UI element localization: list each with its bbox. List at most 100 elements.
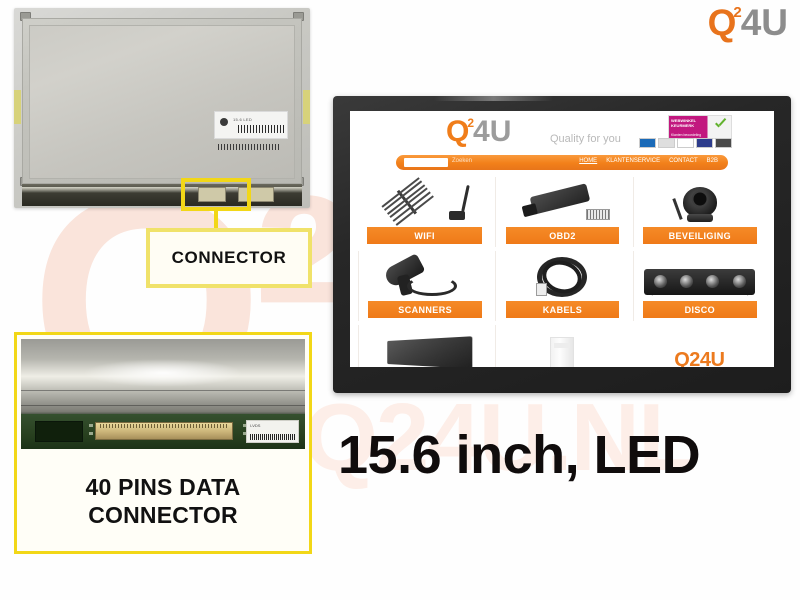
nav-link-contact[interactable]: CONTACT (669, 158, 698, 164)
pcb-chip (35, 420, 83, 443)
panel-seam-line (21, 389, 305, 391)
pcb-label-text: LVDS (250, 423, 261, 429)
pcb-smd-component (89, 432, 94, 436)
checkmark-icon (714, 119, 727, 132)
label-barcode (238, 125, 284, 133)
barcode-scanner-icon (359, 252, 491, 301)
lvds-40pin-connector (94, 421, 234, 440)
panel-side-tab (303, 90, 310, 124)
nav-link-klantenservice[interactable]: KLANTENSERVICE (606, 158, 661, 164)
product-label: KABELS (542, 304, 583, 315)
panel-bottom-edge (22, 184, 302, 206)
brand-logo-q: Q (707, 1, 737, 43)
website-navbar[interactable]: Zoeken HOME KLANTENSERVICE CONTACT B2B (396, 155, 728, 170)
payment-methods (639, 138, 732, 148)
pcb-smd-component (242, 432, 247, 436)
lcd-panel-body: 15.6 LED (14, 8, 310, 208)
pcb-smd-component (242, 424, 247, 428)
website-tagline: Quality for you (550, 133, 621, 145)
panel-secondary-barcode (218, 144, 280, 150)
trust-badge-title: WEBWINKEL KEURMERK (671, 118, 697, 128)
closeup-caption-line1: 40 PINS DATA (85, 473, 241, 500)
navbar-links: HOME KLANTENSERVICE CONTACT B2B (579, 158, 718, 164)
trust-badge-subtitle: Klanten beoordeling (671, 133, 702, 137)
product-tile-caption: WIFI (367, 227, 482, 244)
obd2-adapter-icon (496, 181, 628, 227)
lcd-panel-label-sticker: 15.6 LED (214, 111, 288, 139)
product-tile-beveiliging[interactable]: BEVEILIGING (632, 177, 766, 247)
product-tile-caption: BEVEILIGING (642, 227, 757, 244)
pcb-label-barcode (250, 434, 296, 440)
product-label: BEVEILIGING (668, 230, 732, 241)
product-tile-caption: SCANNERS (368, 301, 483, 318)
search-input[interactable] (404, 158, 448, 167)
pcb-smd-component (89, 424, 94, 428)
network-cable-icon (496, 255, 628, 301)
brand-logo-suffix: 4U (740, 1, 788, 43)
product-size-caption: 15.6 inch, LED (338, 425, 701, 485)
nav-link-home[interactable]: HOME (579, 158, 598, 164)
product-tile-caption: DISCO (642, 301, 757, 318)
photo-light-reflection (83, 358, 243, 388)
product-tile-disco[interactable]: DISCO (632, 251, 766, 321)
payment-icon-ideal (639, 138, 656, 148)
website-logo-superscript: 2 (467, 116, 475, 130)
lcd-panel-frame (22, 18, 302, 184)
closeup-caption-line2: CONNECTOR (88, 502, 238, 528)
payment-icon-visa (658, 138, 675, 148)
product-category-grid: WIFI OBD2 BEVEILIGING SCANNERS (358, 177, 766, 367)
white-product-icon (496, 331, 628, 367)
lcd-panel-photo: 15.6 LED (14, 8, 310, 208)
pcb-white-label: LVDS (246, 420, 300, 444)
product-tile-whitebox[interactable] (495, 325, 628, 367)
product-label: OBD2 (549, 230, 576, 241)
product-tile-obd2[interactable]: OBD2 (495, 177, 628, 247)
pcb-board: LVDS (21, 413, 305, 449)
site-brand-block: Q24U (633, 325, 766, 368)
wifi-antenna-icon (358, 177, 491, 227)
product-tile-laptop[interactable] (358, 325, 491, 367)
panel-edge-reflection (22, 187, 302, 193)
connector-callout-box: CONNECTOR (146, 228, 312, 288)
product-tile-caption: KABELS (505, 301, 620, 318)
product-label: WIFI (414, 230, 435, 241)
connector-callout-label: CONNECTOR (171, 248, 287, 267)
product-tile-wifi[interactable]: WIFI (358, 177, 491, 247)
label-logo-mark (220, 118, 228, 126)
payment-icon-mastercard (677, 138, 694, 148)
brand-logo-superscript: 2 (733, 3, 742, 21)
panel-side-tab (14, 90, 21, 124)
laptop-icon (359, 331, 491, 367)
product-label: SCANNERS (398, 304, 453, 315)
bezel-highlight (433, 96, 553, 101)
lcd-panel-backplate (29, 25, 295, 179)
website-logo-q: Q (446, 115, 470, 148)
disco-light-bar-icon (634, 255, 766, 301)
trust-badge[interactable]: WEBWINKEL KEURMERK Klanten beoordeling (668, 115, 732, 139)
connector-highlight-box (181, 178, 251, 211)
product-tile-caption: OBD2 (505, 227, 620, 244)
site-brand-text: Q24U (674, 348, 725, 368)
payment-icon-other (715, 138, 732, 148)
product-tile-kabels[interactable]: KABELS (495, 251, 628, 321)
connector-pins (99, 423, 229, 429)
nav-link-b2b[interactable]: B2B (706, 158, 718, 164)
product-label: DISCO (684, 304, 716, 315)
panel-connector-block (198, 187, 226, 202)
connector-closeup-photo: LVDS (21, 339, 305, 449)
payment-icon-paypal (696, 138, 713, 148)
closeup-caption: 40 PINS DATA CONNECTOR (21, 455, 305, 547)
search-label: Zoeken (452, 158, 473, 164)
callout-leader-line (214, 211, 218, 233)
website-logo-suffix: 4U (473, 115, 512, 148)
product-tile-scanners[interactable]: SCANNERS (358, 251, 491, 321)
panel-seam-line (21, 405, 305, 406)
connector-closeup-block: LVDS 40 PINS DATA CONNECTOR (14, 332, 312, 554)
security-camera-icon (634, 181, 766, 227)
label-model-text: 15.6 LED (233, 117, 253, 122)
